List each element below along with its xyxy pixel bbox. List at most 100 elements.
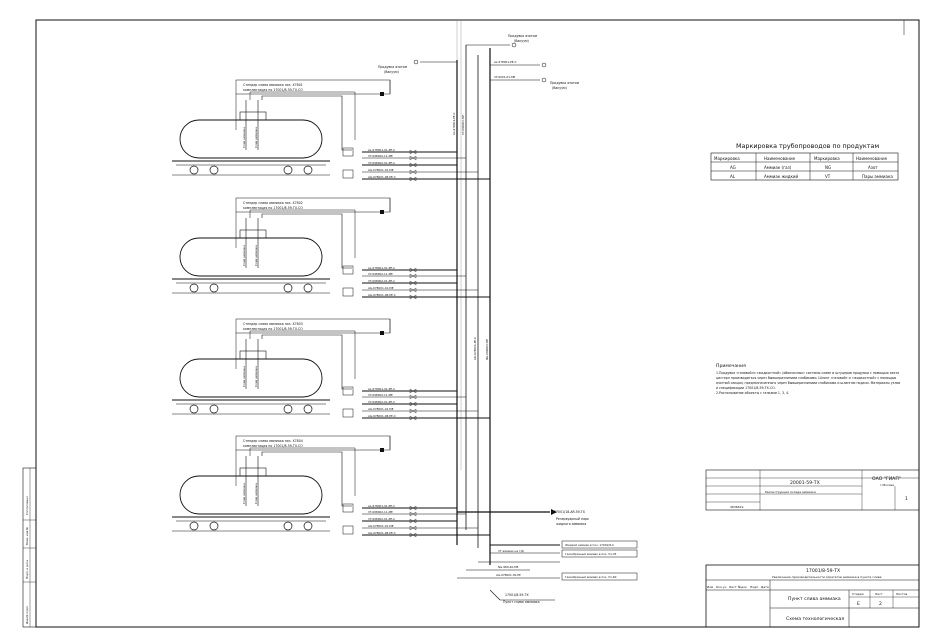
branch-label: AG-078001-01-ME (368, 524, 394, 528)
stender-valve (380, 210, 384, 214)
legend-cell: NG (825, 165, 831, 170)
branch-label: AL-978001-01-PE-C (368, 148, 395, 152)
strip-label-4: Согласовано (25, 496, 29, 515)
header-label-1: AL-978001-PE-C (452, 112, 456, 135)
tank-wheel (283, 521, 293, 531)
riser-line (249, 91, 356, 140)
sheet-header: Лист (875, 592, 883, 596)
branch-label: AL-978001-01-PE-C (368, 387, 395, 391)
branch-label: VT-098002-11-ME (368, 154, 393, 158)
branch-valve (409, 169, 417, 175)
notes-title: Примечания (716, 363, 746, 369)
legend-cell: Аммиак жидкий (764, 174, 798, 179)
notes-line-3: азотной секции, предназначенного через б… (716, 381, 900, 385)
tank-wheel (283, 283, 293, 293)
legend-header-4: Наименование (856, 156, 888, 161)
connector-box (342, 287, 354, 297)
branch-valve (409, 280, 417, 286)
header-label-4: NG-098001-ME (485, 339, 489, 360)
legend-cell: VT (825, 174, 831, 179)
branch-label: VT-098002-11-ME (368, 393, 393, 397)
legend-cell: AG (730, 165, 736, 170)
main-title-block: 17001/8-59-ТХ Увеличение производительно… (705, 564, 920, 628)
tank-wheel (303, 404, 313, 414)
hose-label: Слив аммиака (242, 127, 246, 148)
legend-table: Маркировка трубопроводов по продуктам Ма… (710, 142, 899, 181)
outlet-3-label: VT аммиак на т/ф (498, 549, 525, 553)
riser-line (249, 447, 356, 496)
line-top-label: AL-978001-PE-C (494, 60, 517, 64)
main-code: 17001/8-59-ТХ (806, 568, 840, 574)
tank-body (179, 358, 323, 398)
outlet-1-sub-2: жидкого аммиака (556, 522, 586, 526)
tank-dome (239, 467, 267, 477)
connector-box (342, 386, 354, 396)
riser-line (261, 334, 352, 390)
main-headers: AL-978001-PE-C VT-098002-ME AG-978001-PE… (452, 45, 491, 565)
stage-value: Е (857, 601, 860, 607)
connector-box (342, 408, 354, 418)
upper-doc-code: 20001-59-ТХ (790, 480, 820, 486)
branch-label: AG-078001-01-ME (368, 407, 394, 411)
notes-line-5: 2.Расположение объекты с галками 1, 3, 4… (716, 391, 789, 395)
tank-body (179, 475, 323, 515)
purge-top-line-2: (Вакуум) (514, 39, 529, 43)
branch-valve (409, 415, 417, 421)
sheets-header: Листов (896, 592, 907, 596)
hose-label: Слив аммиака (254, 483, 258, 504)
notes-line-1: 1.Продувка «газовой»и «жидкостной» (обвя… (716, 371, 899, 375)
header-label-3: AG-978001-PE-C (473, 337, 477, 360)
tank-caption-line-2: комплектация по 17001/8-59-ТХ.СО (243, 444, 303, 448)
branch-label: AL-978001-01-PE-C (368, 266, 395, 270)
tank-wheel (189, 165, 199, 175)
branch-label: VT-098002-01-PE-C (368, 400, 395, 404)
outlet-1-sub-1: Резервуарный парк (556, 517, 589, 521)
branch-valve (409, 294, 417, 300)
purge-left-line-2: (Вакуум) (384, 70, 399, 74)
notes-line-2: цистерн производиться через бывшеризлини… (716, 376, 896, 380)
riser-line (249, 209, 356, 258)
tank-caption-line-2: комплектация по 17001/8-59-ТХ.СО (243, 206, 303, 210)
col-header: Кол.уч (716, 585, 727, 589)
legend-title: Маркировка трубопроводов по продуктам (736, 142, 879, 150)
outlet-6-label: Газообразный аммиак в поз. V1-60 (565, 575, 617, 579)
tank-caption-line-1: Стендер слива аммиака поз. Х7801 (243, 83, 303, 87)
branch-valve (409, 505, 417, 511)
bottom-ref-code: 17001/8-59-ТХ (505, 593, 530, 597)
hose-label: Слив аммиака (242, 483, 246, 504)
branch-valve (409, 511, 417, 517)
upper-city: г.Москва (880, 483, 894, 487)
upper-project: Реконструкция склада аммиака (765, 490, 816, 494)
tank-dome (239, 350, 267, 360)
hose-label: Слив аммиака (254, 127, 258, 148)
tank-wheel (303, 283, 313, 293)
tank-caption-line-1: Стендер слива аммиака поз. Х7803 (243, 322, 303, 326)
tank-wheel (209, 165, 219, 175)
strip-label-3: Взам. инв.№ (25, 527, 29, 545)
stamp-block-upper: 20001-59-ТХ ОАО "ГИАП" г.Москва Реконстр… (705, 469, 920, 511)
legend-header-1: Маркировка (714, 156, 740, 161)
hose-label: Слив аммиака (242, 366, 246, 387)
branch-valve (409, 408, 417, 414)
outlet-7-label: AG-978001-30-PE (496, 573, 521, 577)
tank-unit-1: Слив аммиака Слив аммиакаAL-978001-01-PE-… (172, 79, 490, 182)
stender-valve (380, 448, 384, 452)
tank-caption-line-2: комплектация по 17001/8-59-ТХ.СО (243, 88, 303, 92)
tank-wheel (303, 521, 313, 531)
connector-box (342, 525, 354, 535)
connector-box (342, 265, 354, 275)
branch-valve (409, 149, 417, 155)
upper-sheet: 1 (905, 496, 908, 502)
branch-label: VT-098002-11-ME (368, 272, 393, 276)
branch-label: VT-098002-01-PE-C (368, 161, 395, 165)
legend-cell: AL (730, 174, 736, 179)
header-label-2: VT-098002-ME (461, 115, 465, 135)
stender-valve (380, 92, 384, 96)
tank-wheel (189, 521, 199, 531)
branch-label: AG-078001-01-ME (368, 168, 394, 172)
strip-label-2: Подп. и дата (25, 560, 29, 579)
branch-valve (409, 267, 417, 273)
drawing-name: Пункт слива аммиака (788, 596, 841, 602)
